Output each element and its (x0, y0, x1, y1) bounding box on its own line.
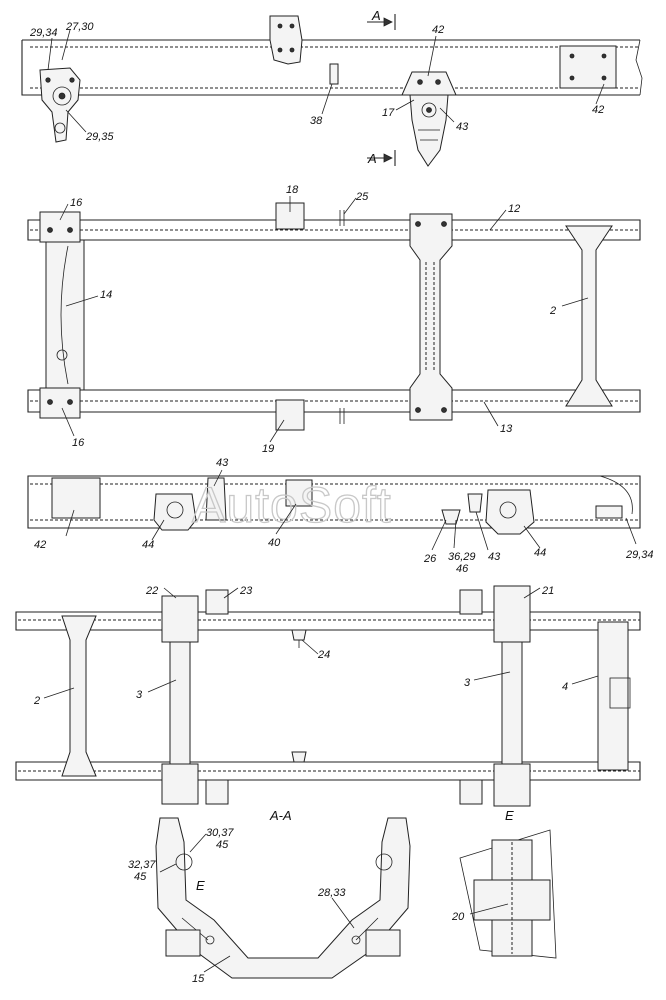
callout-29-35: 29,35 (85, 131, 114, 143)
callout-2-lower: 2 (33, 695, 40, 707)
view-e-detail: E (459, 808, 557, 959)
callout-18: 18 (286, 184, 299, 196)
callout-36-29: 36,29 (448, 551, 476, 563)
section-arrow-a-bottom: A (367, 151, 377, 166)
section-a-a: A-A E (155, 808, 411, 979)
view-top-rear (15, 585, 641, 807)
callout-28-33: 28,33 (317, 887, 346, 899)
callout-42-mid: 42 (34, 539, 46, 551)
callout-22: 22 (145, 585, 158, 597)
callouts: 29,34 27,30 29,35 38 42 17 43 42 16 18 2… (29, 21, 654, 985)
callout-2-upper: 2 (549, 305, 556, 317)
view-side-rear (27, 475, 641, 535)
callout-24: 24 (317, 649, 330, 661)
section-arrow-a-top: A (371, 8, 381, 23)
callout-12: 12 (508, 203, 520, 215)
view-e-label: E (505, 808, 514, 823)
callout-23: 23 (239, 585, 253, 597)
callout-43-mid: 43 (216, 457, 229, 469)
view-e-mark: E (196, 878, 205, 893)
callout-13: 13 (500, 423, 513, 435)
view-top-front (27, 202, 641, 431)
callout-46: 46 (456, 563, 469, 575)
callout-43-top: 43 (456, 121, 469, 133)
callout-38: 38 (310, 115, 323, 127)
callout-44-right: 44 (534, 547, 546, 559)
callout-42-right: 42 (592, 104, 604, 116)
callout-29-34-top: 29,34 (29, 27, 58, 39)
leader-lines (43, 29, 637, 973)
callout-30-37: 30,37 (206, 827, 234, 839)
watermark: AutoSoft (192, 477, 392, 533)
callout-32-37: 32,37 (128, 859, 156, 871)
callout-4: 4 (562, 681, 568, 693)
callout-14: 14 (100, 289, 112, 301)
callout-16-bottom: 16 (72, 437, 85, 449)
callout-20: 20 (451, 911, 465, 923)
callout-29-34-right: 29,34 (625, 549, 654, 561)
callout-42-top: 42 (432, 24, 444, 36)
callout-21: 21 (541, 585, 554, 597)
view-side-front: A A (21, 8, 643, 167)
callout-25: 25 (355, 191, 369, 203)
callout-15: 15 (192, 973, 205, 985)
callout-17: 17 (382, 107, 395, 119)
callout-45-a: 45 (216, 839, 229, 851)
callout-3-left: 3 (136, 689, 143, 701)
callout-3-right: 3 (464, 677, 471, 689)
section-label-a-a: A-A (269, 808, 292, 823)
callout-44-left: 44 (142, 539, 154, 551)
callout-16-top: 16 (70, 197, 83, 209)
callout-40: 40 (268, 537, 281, 549)
callout-43-right: 43 (488, 551, 501, 563)
callout-27-30: 27,30 (65, 21, 94, 33)
callout-26: 26 (423, 553, 437, 565)
callout-45-b: 45 (134, 871, 147, 883)
callout-19: 19 (262, 443, 274, 455)
